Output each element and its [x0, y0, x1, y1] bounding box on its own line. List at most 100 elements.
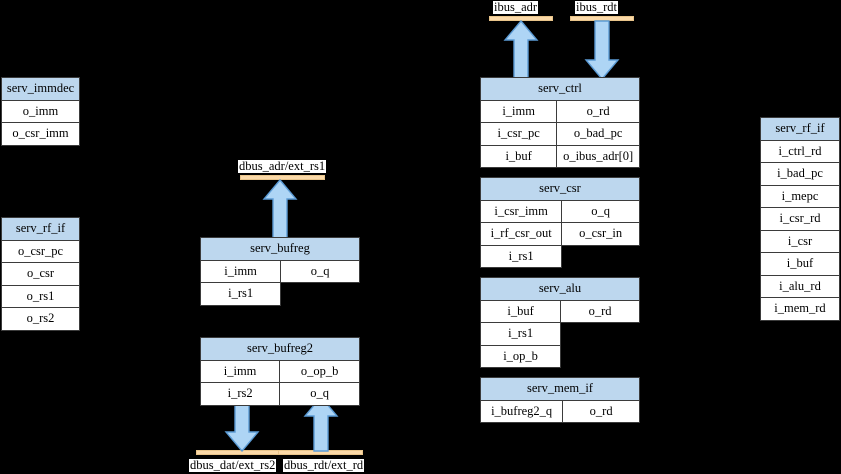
- port-i-buf: i_buf: [760, 252, 840, 276]
- table-row: i_rs1: [479, 244, 640, 268]
- module-serv-ctrl[interactable]: serv_ctrl i_imm o_rd i_csr_pc o_bad_pc i…: [479, 77, 640, 168]
- port-i-imm: i_imm: [199, 259, 282, 283]
- module-header-row: serv_alu: [480, 277, 640, 301]
- port-o-imm: o_imm: [1, 99, 80, 123]
- module-title-serv-csr: serv_csr: [480, 177, 640, 201]
- external-bar-dbus-adr-ext-rs1: [240, 175, 325, 180]
- port-i-buf: i_buf: [479, 144, 558, 168]
- arrow-ibus-rdt-to-ctrl: [584, 20, 620, 80]
- port-empty: [562, 245, 640, 268]
- table-row: i_csr: [760, 229, 840, 253]
- module-title-serv-mem-if: serv_mem_if: [480, 377, 640, 401]
- port-i-buf: i_buf: [479, 299, 562, 323]
- port-i-ctrl-rd: i_ctrl_rd: [760, 139, 840, 163]
- port-o-csr-imm: o_csr_imm: [1, 122, 80, 146]
- port-i-csr-imm: i_csr_imm: [479, 199, 563, 223]
- port-i-rs1: i_rs1: [479, 244, 563, 268]
- port-o-csr-pc: o_csr_pc: [1, 239, 80, 263]
- external-signal-dbus-dat-ext-rs2: dbus_dat/ext_rs2: [189, 458, 277, 472]
- module-header-row: serv_rf_if: [1, 217, 80, 241]
- module-serv-csr[interactable]: serv_csr i_csr_imm o_q i_rf_csr_out o_cs…: [479, 177, 640, 268]
- port-i-bad-pc: i_bad_pc: [760, 162, 840, 186]
- port-o-rd: o_rd: [562, 399, 640, 423]
- module-serv-rf-if-right[interactable]: serv_rf_if i_ctrl_rd i_bad_pc i_mepc i_c…: [760, 117, 840, 321]
- port-o-op-b: o_op_b: [279, 359, 360, 383]
- port-o-q: o_q: [279, 382, 360, 406]
- table-row: i_csr_rd: [760, 207, 840, 231]
- port-o-q: o_q: [561, 199, 640, 223]
- external-signal-ibus-adr: ibus_adr: [493, 0, 539, 14]
- table-row: i_buf o_rd: [479, 299, 640, 323]
- table-row: o_csr_imm: [1, 122, 80, 146]
- port-o-q: o_q: [280, 259, 360, 283]
- module-serv-alu[interactable]: serv_alu i_buf o_rd i_rs1 i_op_b: [479, 277, 640, 368]
- port-i-op-b: i_op_b: [479, 344, 562, 368]
- table-row: o_csr_pc: [1, 239, 80, 263]
- module-title-serv-rf-if-left: serv_rf_if: [1, 217, 80, 241]
- table-row: i_bad_pc: [760, 162, 840, 186]
- port-i-csr-pc: i_csr_pc: [479, 122, 558, 146]
- table-row: i_mepc: [760, 184, 840, 208]
- module-serv-mem-if[interactable]: serv_mem_if i_bufreg2_q o_rd: [479, 377, 640, 423]
- module-title-serv-bufreg: serv_bufreg: [200, 237, 360, 261]
- port-i-rs1: i_rs1: [479, 322, 562, 346]
- table-row: i_mem_rd: [760, 297, 840, 321]
- table-row: i_ctrl_rd: [760, 139, 840, 163]
- table-row: i_rs2 o_q: [199, 382, 360, 406]
- module-header-row: serv_mem_if: [480, 377, 640, 401]
- port-o-rs1: o_rs1: [1, 284, 80, 308]
- port-i-rf-csr-out: i_rf_csr_out: [479, 222, 563, 246]
- port-o-ibus-adr-0: o_ibus_adr[0]: [556, 144, 640, 168]
- module-header-row: serv_csr: [480, 177, 640, 201]
- port-o-rd: o_rd: [556, 99, 640, 123]
- table-row: i_imm o_q: [199, 259, 360, 283]
- arrow-bufreg-to-dbus-adr: [262, 179, 298, 240]
- module-serv-immdec[interactable]: serv_immdec o_imm o_csr_imm: [1, 77, 80, 146]
- table-row: i_imm o_op_b: [199, 359, 360, 383]
- table-row: i_csr_pc o_bad_pc: [479, 122, 640, 146]
- module-serv-rf-if-left[interactable]: serv_rf_if o_csr_pc o_csr o_rs1 o_rs2: [1, 217, 80, 331]
- port-i-mem-rd: i_mem_rd: [760, 297, 840, 321]
- table-row: i_buf: [760, 252, 840, 276]
- module-title-serv-bufreg2: serv_bufreg2: [200, 337, 360, 361]
- table-row: i_rs1: [479, 322, 640, 346]
- table-row: i_rf_csr_out o_csr_in: [479, 222, 640, 246]
- module-title-serv-rf-if-right: serv_rf_if: [760, 117, 840, 141]
- port-i-rs2: i_rs2: [199, 382, 281, 406]
- port-o-csr-in: o_csr_in: [561, 222, 640, 246]
- table-row: i_buf o_ibus_adr[0]: [479, 144, 640, 168]
- module-serv-bufreg2[interactable]: serv_bufreg2 i_imm o_op_b i_rs2 o_q: [199, 337, 360, 406]
- module-header-row: serv_ctrl: [480, 77, 640, 101]
- table-row: o_rs2: [1, 307, 80, 331]
- port-i-mepc: i_mepc: [760, 184, 840, 208]
- table-row: i_alu_rd: [760, 274, 840, 298]
- table-row: i_csr_imm o_q: [479, 199, 640, 223]
- port-o-rs2: o_rs2: [1, 307, 80, 331]
- external-signal-ibus-rdt: ibus_rdt: [575, 0, 618, 14]
- table-row: o_csr: [1, 262, 80, 286]
- port-o-bad-pc: o_bad_pc: [556, 122, 640, 146]
- port-empty: [561, 345, 640, 368]
- module-title-serv-immdec: serv_immdec: [1, 77, 80, 101]
- port-i-imm: i_imm: [199, 359, 281, 383]
- module-header-row: serv_bufreg2: [200, 337, 360, 361]
- module-title-serv-ctrl: serv_ctrl: [480, 77, 640, 101]
- module-header-row: serv_immdec: [1, 77, 80, 101]
- module-header-row: serv_rf_if: [760, 117, 840, 141]
- port-empty: [281, 283, 360, 306]
- port-empty: [561, 323, 640, 346]
- port-i-imm: i_imm: [479, 99, 558, 123]
- table-row: i_op_b: [479, 344, 640, 368]
- arrow-dbus-rdt-to-bufreg2: [303, 396, 339, 452]
- module-header-row: serv_bufreg: [200, 237, 360, 261]
- port-i-bufreg2-q: i_bufreg2_q: [479, 399, 564, 423]
- module-serv-bufreg[interactable]: serv_bufreg i_imm o_q i_rs1: [199, 237, 360, 306]
- arrow-ctrl-to-ibus-adr: [503, 20, 539, 80]
- port-i-csr-rd: i_csr_rd: [760, 207, 840, 231]
- port-i-csr: i_csr: [760, 229, 840, 253]
- table-row: i_bufreg2_q o_rd: [479, 399, 640, 423]
- port-o-csr: o_csr: [1, 262, 80, 286]
- port-i-alu-rd: i_alu_rd: [760, 274, 840, 298]
- module-title-serv-alu: serv_alu: [480, 277, 640, 301]
